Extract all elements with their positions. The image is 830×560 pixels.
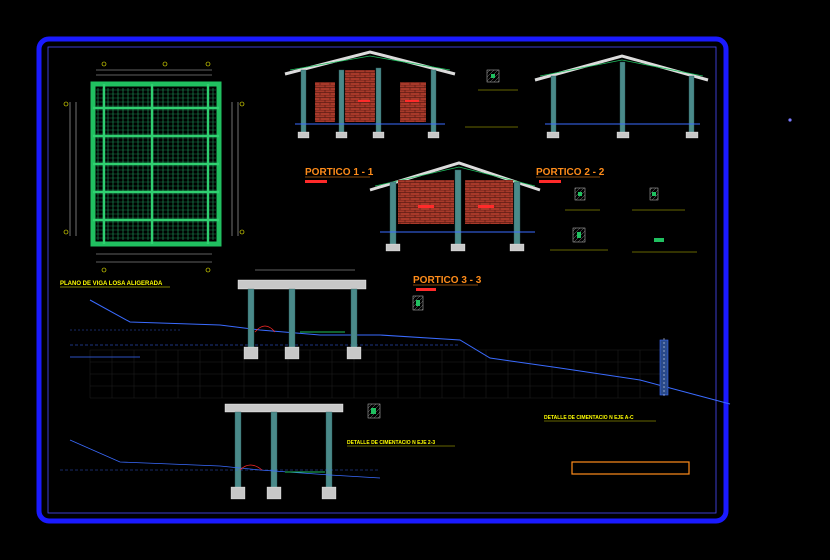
portico-1-elevation: [284, 50, 456, 139]
column-elevation-right: [659, 338, 669, 396]
cursor-marker: [788, 118, 792, 122]
foundation-detail-2-3: [60, 403, 381, 500]
portico-3-frame: [237, 269, 367, 360]
plan-title: PLANO DE VIGA LOSA ALIGERADA: [60, 281, 163, 287]
portico-2-elevation: [534, 54, 709, 139]
terrain-profile: [70, 299, 731, 405]
portico-3-title: PORTICO 3 - 3: [413, 275, 482, 286]
sheet-frame: [36, 36, 729, 524]
title-block-box: [571, 461, 690, 475]
portico-2-title: PORTICO 2 - 2: [536, 167, 605, 178]
detalle-1-title: DETALLE DE CIMENTACIO N EJE A-C: [544, 415, 634, 421]
portico-1-title: PORTICO 1 - 1: [305, 167, 374, 178]
portico-2-elevation-center: [369, 161, 541, 252]
portico-1-section-detail: [465, 69, 518, 128]
portico-3-section-detail: [412, 295, 424, 311]
detalle-2-title: DETALLE DE CIMENTACIO N EJE 2-3: [347, 440, 435, 446]
slab-plan-grid: [93, 84, 219, 244]
slab-plan: [63, 61, 245, 273]
column-section-details: [550, 187, 697, 253]
